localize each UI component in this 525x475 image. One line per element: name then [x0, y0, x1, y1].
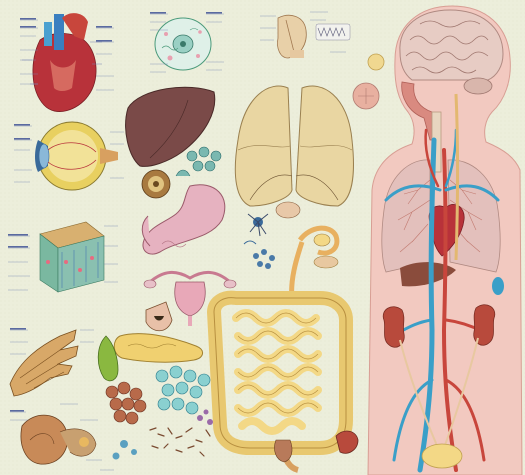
- gland-icon: [276, 202, 300, 218]
- skin-block-icon: [40, 222, 104, 292]
- cell-diagram-icon: [155, 18, 211, 70]
- cerebellum: [464, 78, 492, 94]
- adrenal-right: [492, 277, 504, 295]
- lens-icon: [368, 54, 384, 70]
- seed-section-icon: [142, 170, 170, 198]
- bladder: [422, 444, 462, 468]
